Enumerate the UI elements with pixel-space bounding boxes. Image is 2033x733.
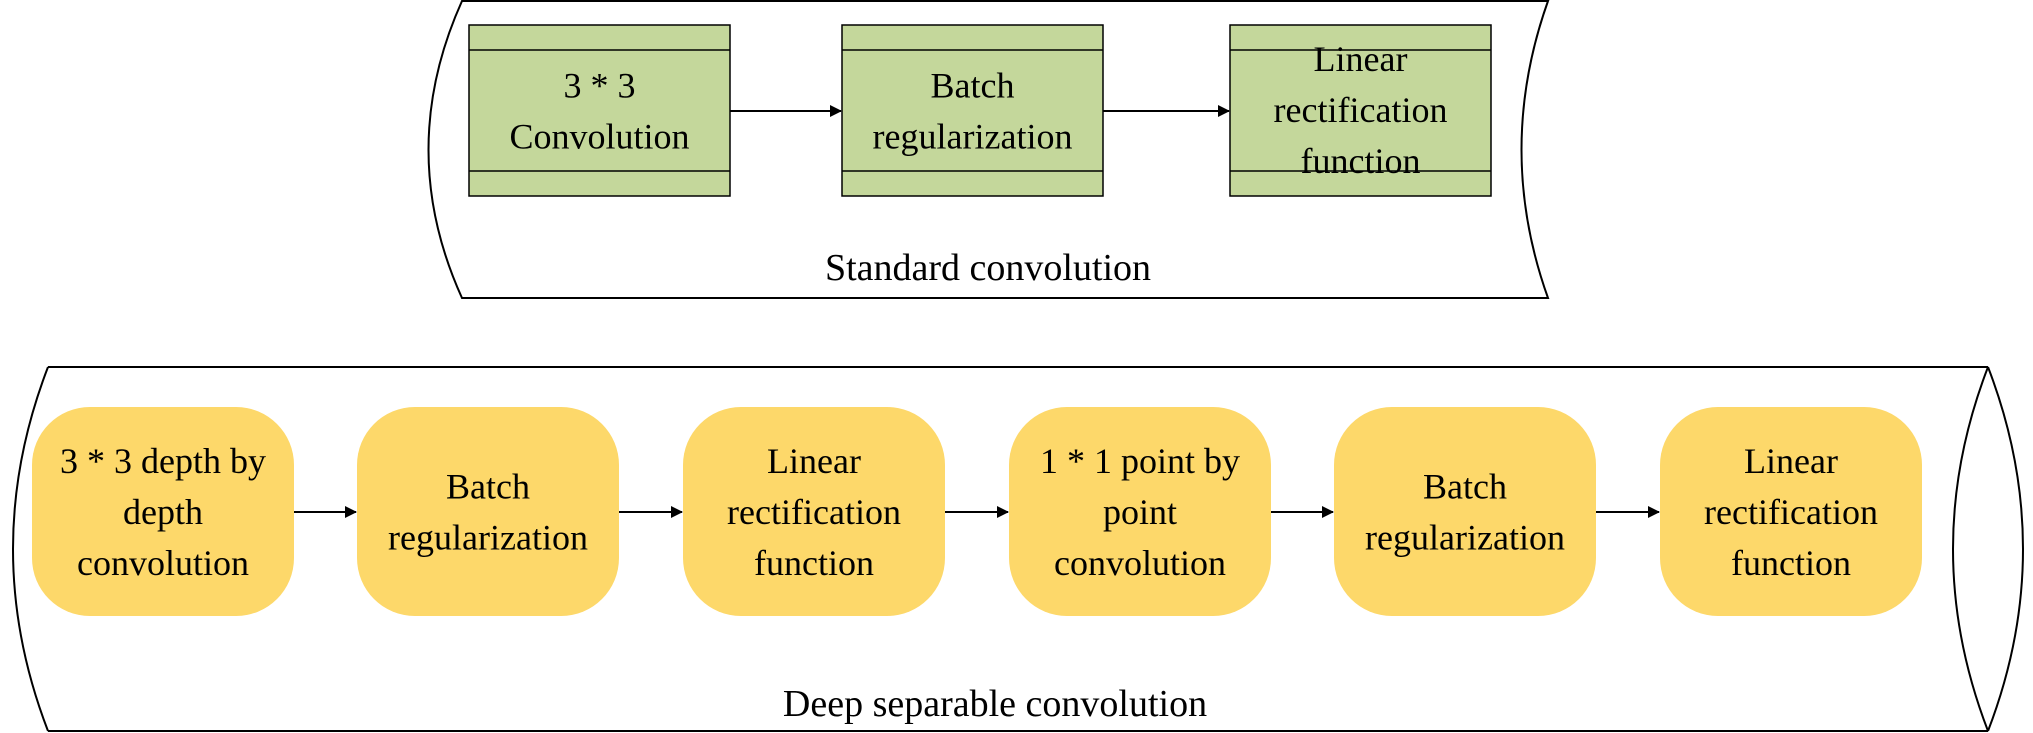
box-body: [357, 407, 619, 616]
box-body: [32, 407, 294, 616]
box-label-line: convolution: [1054, 543, 1226, 583]
box-body: [1009, 407, 1271, 616]
separable-step-box: Batch regularization: [1334, 407, 1596, 616]
box-label-line: rectification: [1704, 492, 1878, 532]
box-label-line: Batch: [1423, 467, 1507, 507]
box-label-line: 3 * 3: [564, 66, 636, 106]
box-label-line: function: [1731, 543, 1851, 583]
box-label-line: depth: [123, 492, 203, 532]
box-body: [1660, 407, 1922, 616]
box-body: [683, 407, 945, 616]
box-label-line: rectification: [727, 492, 901, 532]
box-label-line: Batch: [446, 467, 530, 507]
standard-convolution-caption: Standard convolution: [825, 247, 1151, 289]
separable-step-box: Linear rectification function: [1660, 407, 1922, 616]
standard-step-box: 3 * 3 Convolution: [468, 24, 731, 197]
box-label-line: regularization: [388, 518, 588, 558]
box-label-line: convolution: [77, 543, 249, 583]
standard-step-box: Batch regularization: [841, 24, 1104, 197]
box-body: [1229, 24, 1492, 197]
box-label-line: rectification: [1274, 90, 1448, 130]
box-label-line: 3 * 3 depth by: [60, 441, 266, 481]
box-label-line: regularization: [1365, 518, 1565, 558]
box-label-line: Batch: [931, 66, 1015, 106]
separable-step-box: Batch regularization: [357, 407, 619, 616]
standard-step-box: Linear rectification function: [1229, 24, 1492, 197]
box-label-line: Convolution: [509, 117, 689, 157]
separable-convolution-container: [12, 366, 2024, 732]
separable-step-box: Linear rectification function: [683, 407, 945, 616]
separable-convolution-caption: Deep separable convolution: [783, 683, 1207, 725]
standard-convolution-flow: 3 * 3 Convolution Batch regularization Linea…: [468, 24, 1492, 197]
separable-convolution-flow: 3 * 3 depth by depth convolution Batch regul…: [32, 407, 1922, 616]
box-body: [468, 24, 731, 197]
box-label-line: point: [1103, 492, 1177, 532]
separable-step-box: 3 * 3 depth by depth convolution: [32, 407, 294, 616]
box-body: [841, 24, 1104, 197]
box-label-line: Linear: [1314, 39, 1408, 79]
box-label-line: function: [1301, 141, 1421, 181]
box-label-line: function: [754, 543, 874, 583]
box-label-line: Linear: [1744, 441, 1838, 481]
separable-step-box: 1 * 1 point by point convolution: [1009, 407, 1271, 616]
box-body: [1334, 407, 1596, 616]
box-label-line: regularization: [873, 117, 1073, 157]
box-label-line: Linear: [767, 441, 861, 481]
box-label-line: 1 * 1 point by: [1040, 441, 1240, 481]
